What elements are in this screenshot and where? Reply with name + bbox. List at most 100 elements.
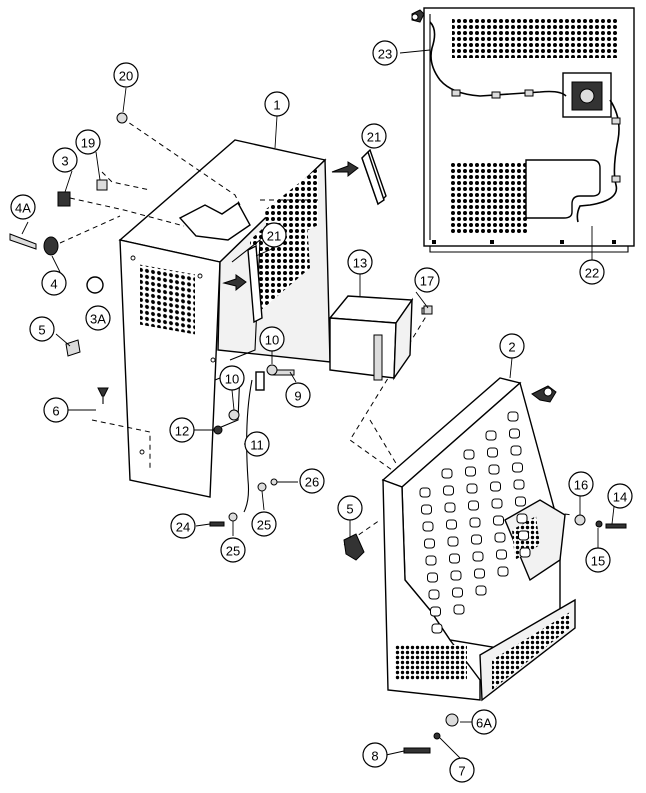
callout-label: 20 — [119, 69, 133, 84]
louver-vent — [427, 572, 438, 583]
callout-c6: 6 — [43, 397, 69, 423]
callout-label: 25 — [257, 518, 271, 533]
hardware-parts — [9, 112, 627, 754]
louver-vent — [421, 504, 432, 515]
callout-c25b: 25 — [251, 511, 277, 537]
louver-vent — [516, 513, 528, 524]
component-13-housing — [328, 295, 433, 381]
louver-vent — [469, 517, 481, 528]
louver-vent — [509, 428, 520, 439]
louver-vent — [447, 536, 459, 547]
louver-vent — [428, 589, 440, 600]
callout-circle — [361, 123, 387, 149]
callout-c7: 7 — [449, 757, 475, 783]
louver-vent — [425, 555, 437, 566]
louver-vent — [475, 585, 487, 596]
louver-vent — [497, 566, 509, 577]
louver-vent — [493, 515, 504, 526]
callout-c4a: 4A — [10, 194, 36, 220]
louver-vent — [431, 623, 443, 634]
louver-vent — [419, 487, 431, 498]
callout-label: 17 — [420, 274, 434, 289]
callout-c23: 23 — [372, 40, 398, 66]
callout-label: 8 — [371, 749, 378, 764]
louver-vent — [452, 587, 463, 598]
callout-circle — [261, 222, 287, 248]
callout-label: 15 — [591, 554, 605, 569]
callout-circle — [29, 316, 55, 342]
callout-circle — [499, 333, 525, 359]
louver-vent — [471, 534, 482, 545]
callout-label: 21 — [267, 229, 281, 244]
handle-21-upper — [331, 148, 387, 206]
louver-vent — [430, 606, 441, 617]
louver-vent — [494, 532, 506, 543]
callout-circle — [113, 62, 139, 88]
louver-vent — [488, 464, 500, 475]
callout-label: 11 — [250, 438, 264, 453]
callout-circle — [170, 513, 196, 539]
callout-c20: 20 — [113, 62, 139, 88]
main-cabinet-frame — [118, 139, 331, 498]
callout-circle — [568, 471, 594, 497]
callout-c3: 3 — [52, 147, 78, 173]
louver-vent — [472, 551, 484, 562]
lower-cabinet — [381, 377, 576, 702]
louver-vent — [519, 547, 531, 558]
callout-label: 13 — [353, 256, 367, 271]
callout-c6a: 6A — [471, 709, 497, 735]
callout-c4: 4 — [41, 270, 67, 296]
callout-c14: 14 — [607, 483, 633, 509]
callout-c19: 19 — [75, 129, 101, 155]
callout-label: 4 — [50, 277, 57, 292]
louver-vent — [449, 553, 460, 564]
callout-label: 6 — [52, 404, 59, 419]
louver-vent — [465, 466, 476, 477]
rear-panel-view — [399, 7, 635, 260]
callout-circle — [41, 270, 67, 296]
callout-label: 9 — [294, 389, 301, 404]
callout-c15: 15 — [585, 547, 611, 573]
callout-label: 24 — [176, 520, 190, 535]
callout-label: 12 — [175, 424, 189, 439]
callout-c5a: 5 — [29, 316, 55, 342]
callout-label: 6A — [476, 716, 492, 731]
callout-label: 10 — [265, 333, 279, 348]
louver-vent — [490, 481, 501, 492]
louver-vent — [485, 430, 497, 441]
callout-label: 4A — [15, 201, 31, 216]
callout-label: 3A — [90, 312, 106, 327]
callout-circle — [471, 709, 497, 735]
callout-label: 5 — [346, 502, 353, 517]
callout-c10a: 10 — [259, 326, 285, 352]
callout-circle — [169, 417, 195, 443]
callout-c13: 13 — [347, 249, 373, 275]
callout-circle — [585, 547, 611, 573]
handle-21-lower — [222, 244, 263, 324]
callout-c22: 22 — [579, 259, 605, 285]
callout-c2: 2 — [499, 333, 525, 359]
callout-c25a: 25 — [220, 537, 246, 563]
louver-vent — [474, 568, 485, 579]
callout-circle — [362, 742, 388, 768]
callout-labels: 1233A44A5566A789101011121314151617192021… — [10, 40, 633, 783]
callout-circle — [220, 537, 246, 563]
louver-vent — [468, 500, 479, 511]
callout-circle — [264, 91, 290, 117]
louver-vents — [419, 411, 531, 634]
louver-vent — [507, 411, 519, 422]
callout-circle — [75, 129, 101, 155]
louver-vent — [450, 570, 462, 581]
callout-label: 23 — [378, 47, 392, 62]
louver-vent — [441, 468, 453, 479]
callout-circle — [219, 365, 245, 391]
callout-c9: 9 — [285, 382, 311, 408]
callout-circle — [43, 397, 69, 423]
callout-circle — [299, 468, 325, 494]
callout-label: 25 — [226, 544, 240, 559]
callout-label: 7 — [458, 764, 465, 779]
louver-vent — [444, 502, 456, 513]
callout-label: 19 — [81, 136, 95, 151]
louver-vent — [515, 496, 526, 507]
louver-vent — [518, 530, 529, 541]
